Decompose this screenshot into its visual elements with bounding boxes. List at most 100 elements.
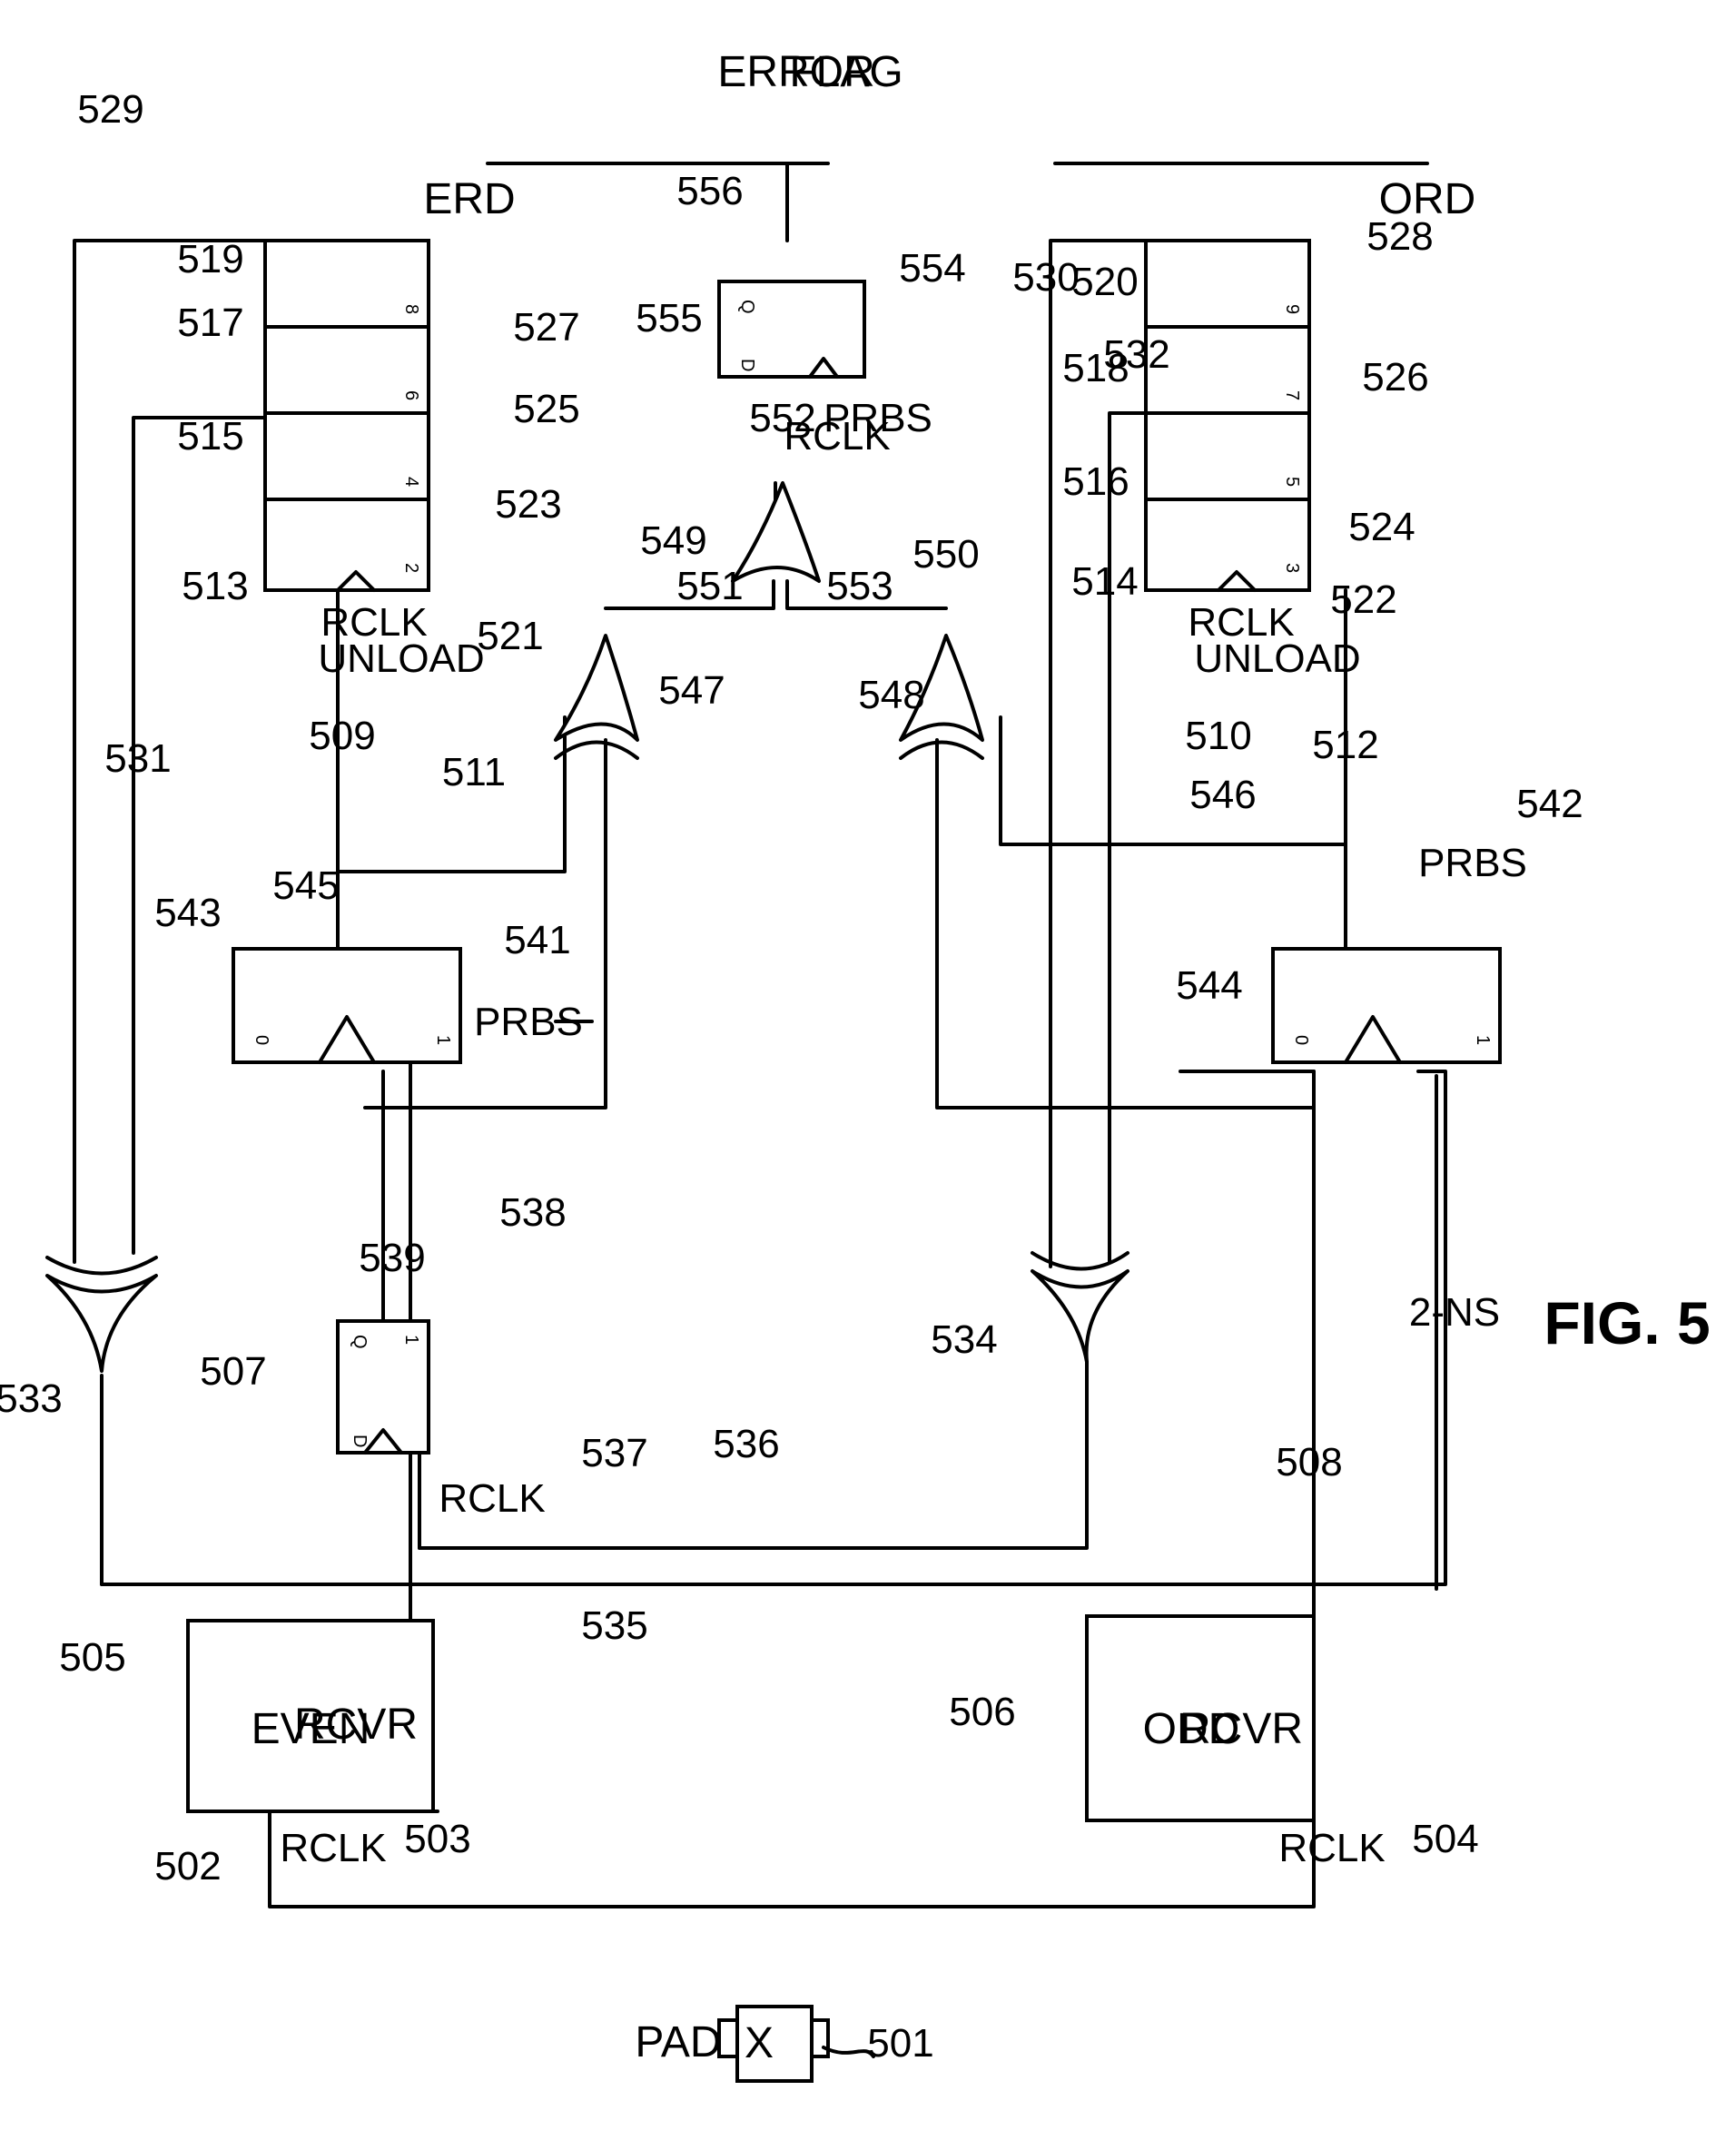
ref-513: 513 xyxy=(182,564,248,608)
ref-531: 531 xyxy=(104,736,171,781)
ref-548: 548 xyxy=(858,673,924,717)
odd-receiver: ODD RCVR 506 RCLK 504 xyxy=(949,1616,1478,1870)
pad-label: PAD xyxy=(635,2018,721,2066)
wire-xor548-in2 xyxy=(937,740,1314,1108)
ref-530: 530 xyxy=(1012,255,1079,300)
ref-533: 533 xyxy=(0,1376,63,1421)
ref-501: 501 xyxy=(867,2021,933,2066)
ff555-d: D xyxy=(737,359,757,371)
odd-index-9: 9 xyxy=(1282,304,1302,314)
ref-529: 529 xyxy=(77,87,143,132)
erd-label: ERD xyxy=(423,175,515,223)
odd-rclk: RCLK xyxy=(1278,1826,1385,1870)
ff538-d: D xyxy=(350,1435,370,1447)
ref-537: 537 xyxy=(581,1431,647,1475)
ref-505: 505 xyxy=(59,1635,125,1680)
ref-555: 555 xyxy=(636,296,702,340)
ff538-q: Q xyxy=(350,1335,370,1349)
ref-509: 509 xyxy=(309,714,375,758)
ref-551: 551 xyxy=(676,564,743,608)
even-index-4: 4 xyxy=(401,477,421,487)
odd-index-3: 3 xyxy=(1282,563,1302,573)
ref-549: 549 xyxy=(640,518,706,563)
even-reg-unload: UNLOAD xyxy=(318,636,484,681)
xor-547: 547 xyxy=(556,636,725,758)
ref-524: 524 xyxy=(1348,505,1415,549)
ref-506: 506 xyxy=(949,1690,1015,1734)
ref-517: 517 xyxy=(177,301,243,345)
ref-525: 525 xyxy=(513,387,579,431)
ref-554: 554 xyxy=(899,246,965,291)
odd-shift-register: 3 5 7 9 RCLK UNLOAD 510 512 514 516 518 … xyxy=(1012,175,1475,767)
ref-532: 532 xyxy=(1103,332,1169,377)
mux543-one: 1 xyxy=(433,1035,453,1045)
ref-534: 534 xyxy=(931,1317,997,1362)
ref-550: 550 xyxy=(912,532,979,577)
delay-flipflop-538: D Q 1 538 539 RCLK 537 536 xyxy=(338,1190,780,1521)
even-shift-register: 2 4 6 8 RCLK UNLOAD 509 511 513 515 517 … xyxy=(177,175,579,794)
odd-rcvr-line2: RCVR xyxy=(1179,1705,1303,1753)
ord-label: ORD xyxy=(1379,175,1476,223)
prbs-541: PRBS xyxy=(474,1000,583,1044)
odd-index-5: 5 xyxy=(1282,477,1302,487)
ref-546: 546 xyxy=(1189,773,1256,817)
ref-523: 523 xyxy=(495,482,561,527)
ref-541: 541 xyxy=(504,918,570,962)
ref-543: 543 xyxy=(154,891,221,935)
even-index-2: 2 xyxy=(401,563,421,573)
ref-504: 504 xyxy=(1412,1817,1478,1861)
ref-526: 526 xyxy=(1362,355,1428,399)
error-flag-line2: FLAG xyxy=(789,48,903,96)
prbs-542: PRBS xyxy=(1418,841,1527,885)
ref-508: 508 xyxy=(1276,1440,1342,1484)
ref-507: 507 xyxy=(200,1349,266,1394)
ref-515: 515 xyxy=(177,414,243,459)
ref-536: 536 xyxy=(713,1422,779,1466)
figure-label: FIG. 5 xyxy=(1544,1289,1710,1356)
even-rclk: RCLK xyxy=(280,1826,386,1870)
even-index-8: 8 xyxy=(401,304,421,314)
xor-533: 533 xyxy=(0,1257,156,1421)
ref-539: 539 xyxy=(359,1236,425,1280)
delay-rclk: RCLK xyxy=(439,1476,545,1521)
ff555-q: Q xyxy=(737,300,757,314)
ref-535: 535 xyxy=(581,1603,647,1648)
error-prbs: PRBS xyxy=(824,396,932,440)
ref-519: 519 xyxy=(177,237,243,281)
ref-547: 547 xyxy=(658,668,725,713)
ref-521: 521 xyxy=(477,614,543,658)
ref-522: 522 xyxy=(1330,577,1396,622)
ref-545: 545 xyxy=(272,863,339,908)
wire-504 xyxy=(794,1811,1314,1907)
ref-542: 542 xyxy=(1516,782,1583,826)
mux544-zero: 0 xyxy=(1291,1035,1311,1045)
ref-553: 553 xyxy=(826,564,893,608)
mux-543: 0 1 543 545 PRBS 541 xyxy=(154,863,583,1062)
mux543-zero: 0 xyxy=(252,1035,271,1045)
xor-548: 548 xyxy=(858,636,982,758)
mux544-one: 1 xyxy=(1473,1035,1493,1045)
even-rcvr-line2: RCVR xyxy=(294,1701,418,1749)
ref-520: 520 xyxy=(1071,260,1138,304)
pad: X PAD 501 xyxy=(635,2007,933,2081)
ref-512: 512 xyxy=(1312,723,1378,767)
even-index-6: 6 xyxy=(401,390,421,400)
odd-reg-unload: UNLOAD xyxy=(1194,636,1360,681)
ff538-index: 1 xyxy=(401,1335,421,1345)
xor-534: 534 xyxy=(931,1253,1128,1362)
mux-544: 0 1 544 PRBS 542 2-NS 508 546 xyxy=(1176,773,1583,1484)
wire-535 xyxy=(102,1071,1445,1584)
even-receiver: EVEN RCVR 505 RCLK 502 503 xyxy=(59,1621,470,1889)
ref-516: 516 xyxy=(1062,459,1129,504)
ref-556: 556 xyxy=(676,169,743,213)
ref-538: 538 xyxy=(499,1190,566,1235)
ref-544: 544 xyxy=(1176,963,1242,1008)
wire-508 xyxy=(1305,1071,1314,1616)
ref-510: 510 xyxy=(1185,714,1251,758)
ref-527: 527 xyxy=(513,305,579,350)
ref-502: 502 xyxy=(154,1844,221,1889)
pad-symbol: X xyxy=(745,2019,774,2067)
odd-index-7: 7 xyxy=(1282,390,1302,400)
ref-514: 514 xyxy=(1071,559,1138,604)
